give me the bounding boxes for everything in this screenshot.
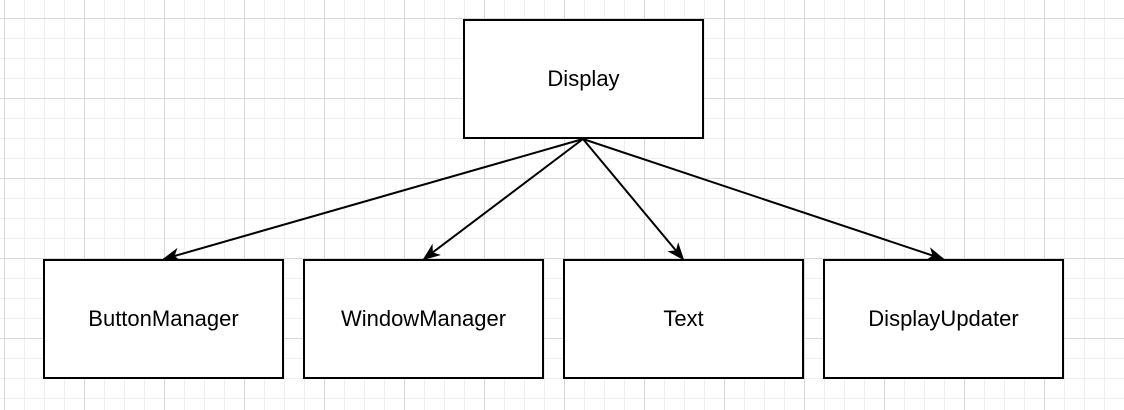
edge-display-to-buttonmanager [162,138,584,262]
buttonmanager-node-label: ButtonManager [88,306,239,331]
displayupdater-node-label: DisplayUpdater [868,306,1019,331]
displayupdater-node[interactable]: DisplayUpdater [823,259,1064,379]
windowmanager-node[interactable]: WindowManager [303,259,544,379]
edge-display-to-displayupdater [582,138,945,261]
text-node-label: Text [663,306,704,331]
edge-display-to-windowmanager [422,138,584,261]
buttonmanager-node[interactable]: ButtonManager [43,259,284,379]
display-node[interactable]: Display [463,19,704,139]
display-node-label: Display [547,66,620,91]
text-node[interactable]: Text [563,259,804,379]
windowmanager-node-label: WindowManager [340,306,507,331]
edge-display-to-text [582,138,685,261]
